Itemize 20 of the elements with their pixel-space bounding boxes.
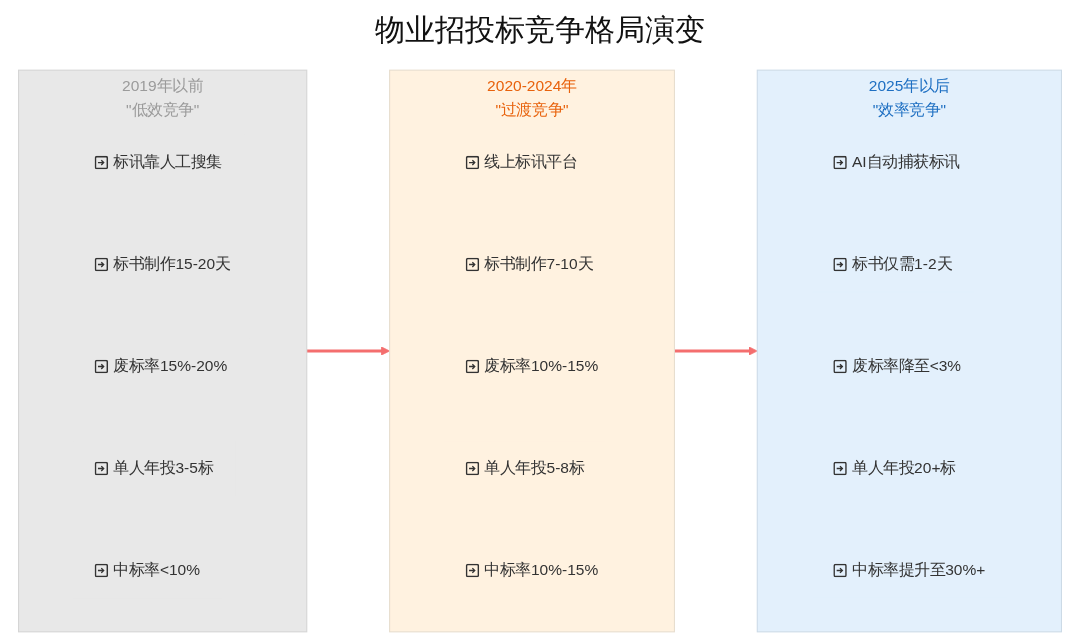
list-item-text: 标书制作7-10天 — [484, 253, 594, 275]
list-item-text: 单人年投3-5标 — [113, 457, 214, 479]
list-item-text: 单人年投5-8标 — [484, 457, 585, 479]
list-item-text: 中标率10%-15% — [484, 559, 599, 581]
list-item-text: 废标率15%-20% — [113, 355, 228, 377]
diagram-title: 物业招投标竞争格局演变 — [375, 12, 705, 48]
list-item-text: 标书仅需1-2天 — [852, 253, 953, 275]
list-item-text: 废标率10%-15% — [484, 355, 599, 377]
list-item-text: 中标率<10% — [113, 559, 201, 581]
list-item-text: 废标率降至<3% — [852, 355, 962, 377]
list-item-text: AI自动捕获标讯 — [852, 152, 960, 173]
list-item-text: 标讯靠人工搜集 — [113, 152, 222, 173]
list-item-text: 线上标讯平台 — [484, 152, 578, 173]
list-item-text: 单人年投20+标 — [852, 457, 956, 479]
list-item-text: 标书制作15-20天 — [113, 253, 231, 275]
arrow — [674, 346, 758, 356]
column-heading: 2019年以前 "低效竞争" — [122, 75, 204, 120]
column-heading: 2025年以后 "效率竞争" — [868, 75, 950, 120]
list-item-text: 中标率提升至30%+ — [852, 559, 986, 581]
column-heading: 2020-2024年 "过渡竞争" — [487, 75, 577, 120]
